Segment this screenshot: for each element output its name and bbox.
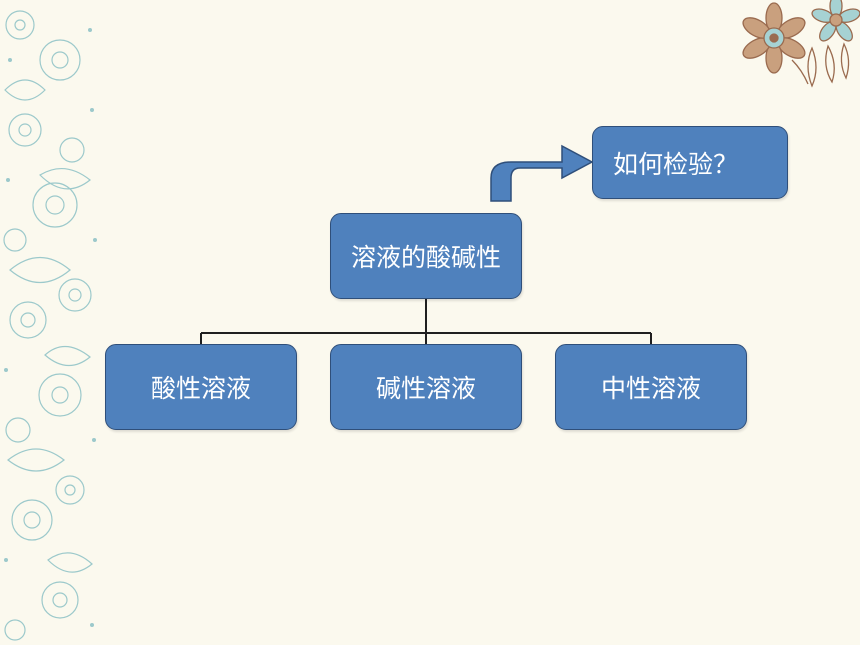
root-node-label: 溶液的酸碱性	[350, 243, 501, 272]
child-node-label: 中性溶液	[600, 374, 701, 403]
curved-arrow	[490, 144, 594, 202]
root-node: 溶液的酸碱性	[330, 213, 522, 299]
child-node-label: 酸性溶液	[150, 374, 251, 403]
child-node-neutral: 中性溶液	[555, 344, 747, 430]
child-node-label: 碱性溶液	[375, 374, 476, 403]
child-node-acidic: 酸性溶液	[105, 344, 297, 430]
question-node-label: 如何检验？	[613, 149, 739, 179]
question-node: 如何检验？	[592, 126, 788, 199]
floral-border-decoration	[3, 10, 97, 641]
flower-ornament-decoration	[742, 0, 860, 88]
child-node-basic: 碱性溶液	[330, 344, 522, 430]
